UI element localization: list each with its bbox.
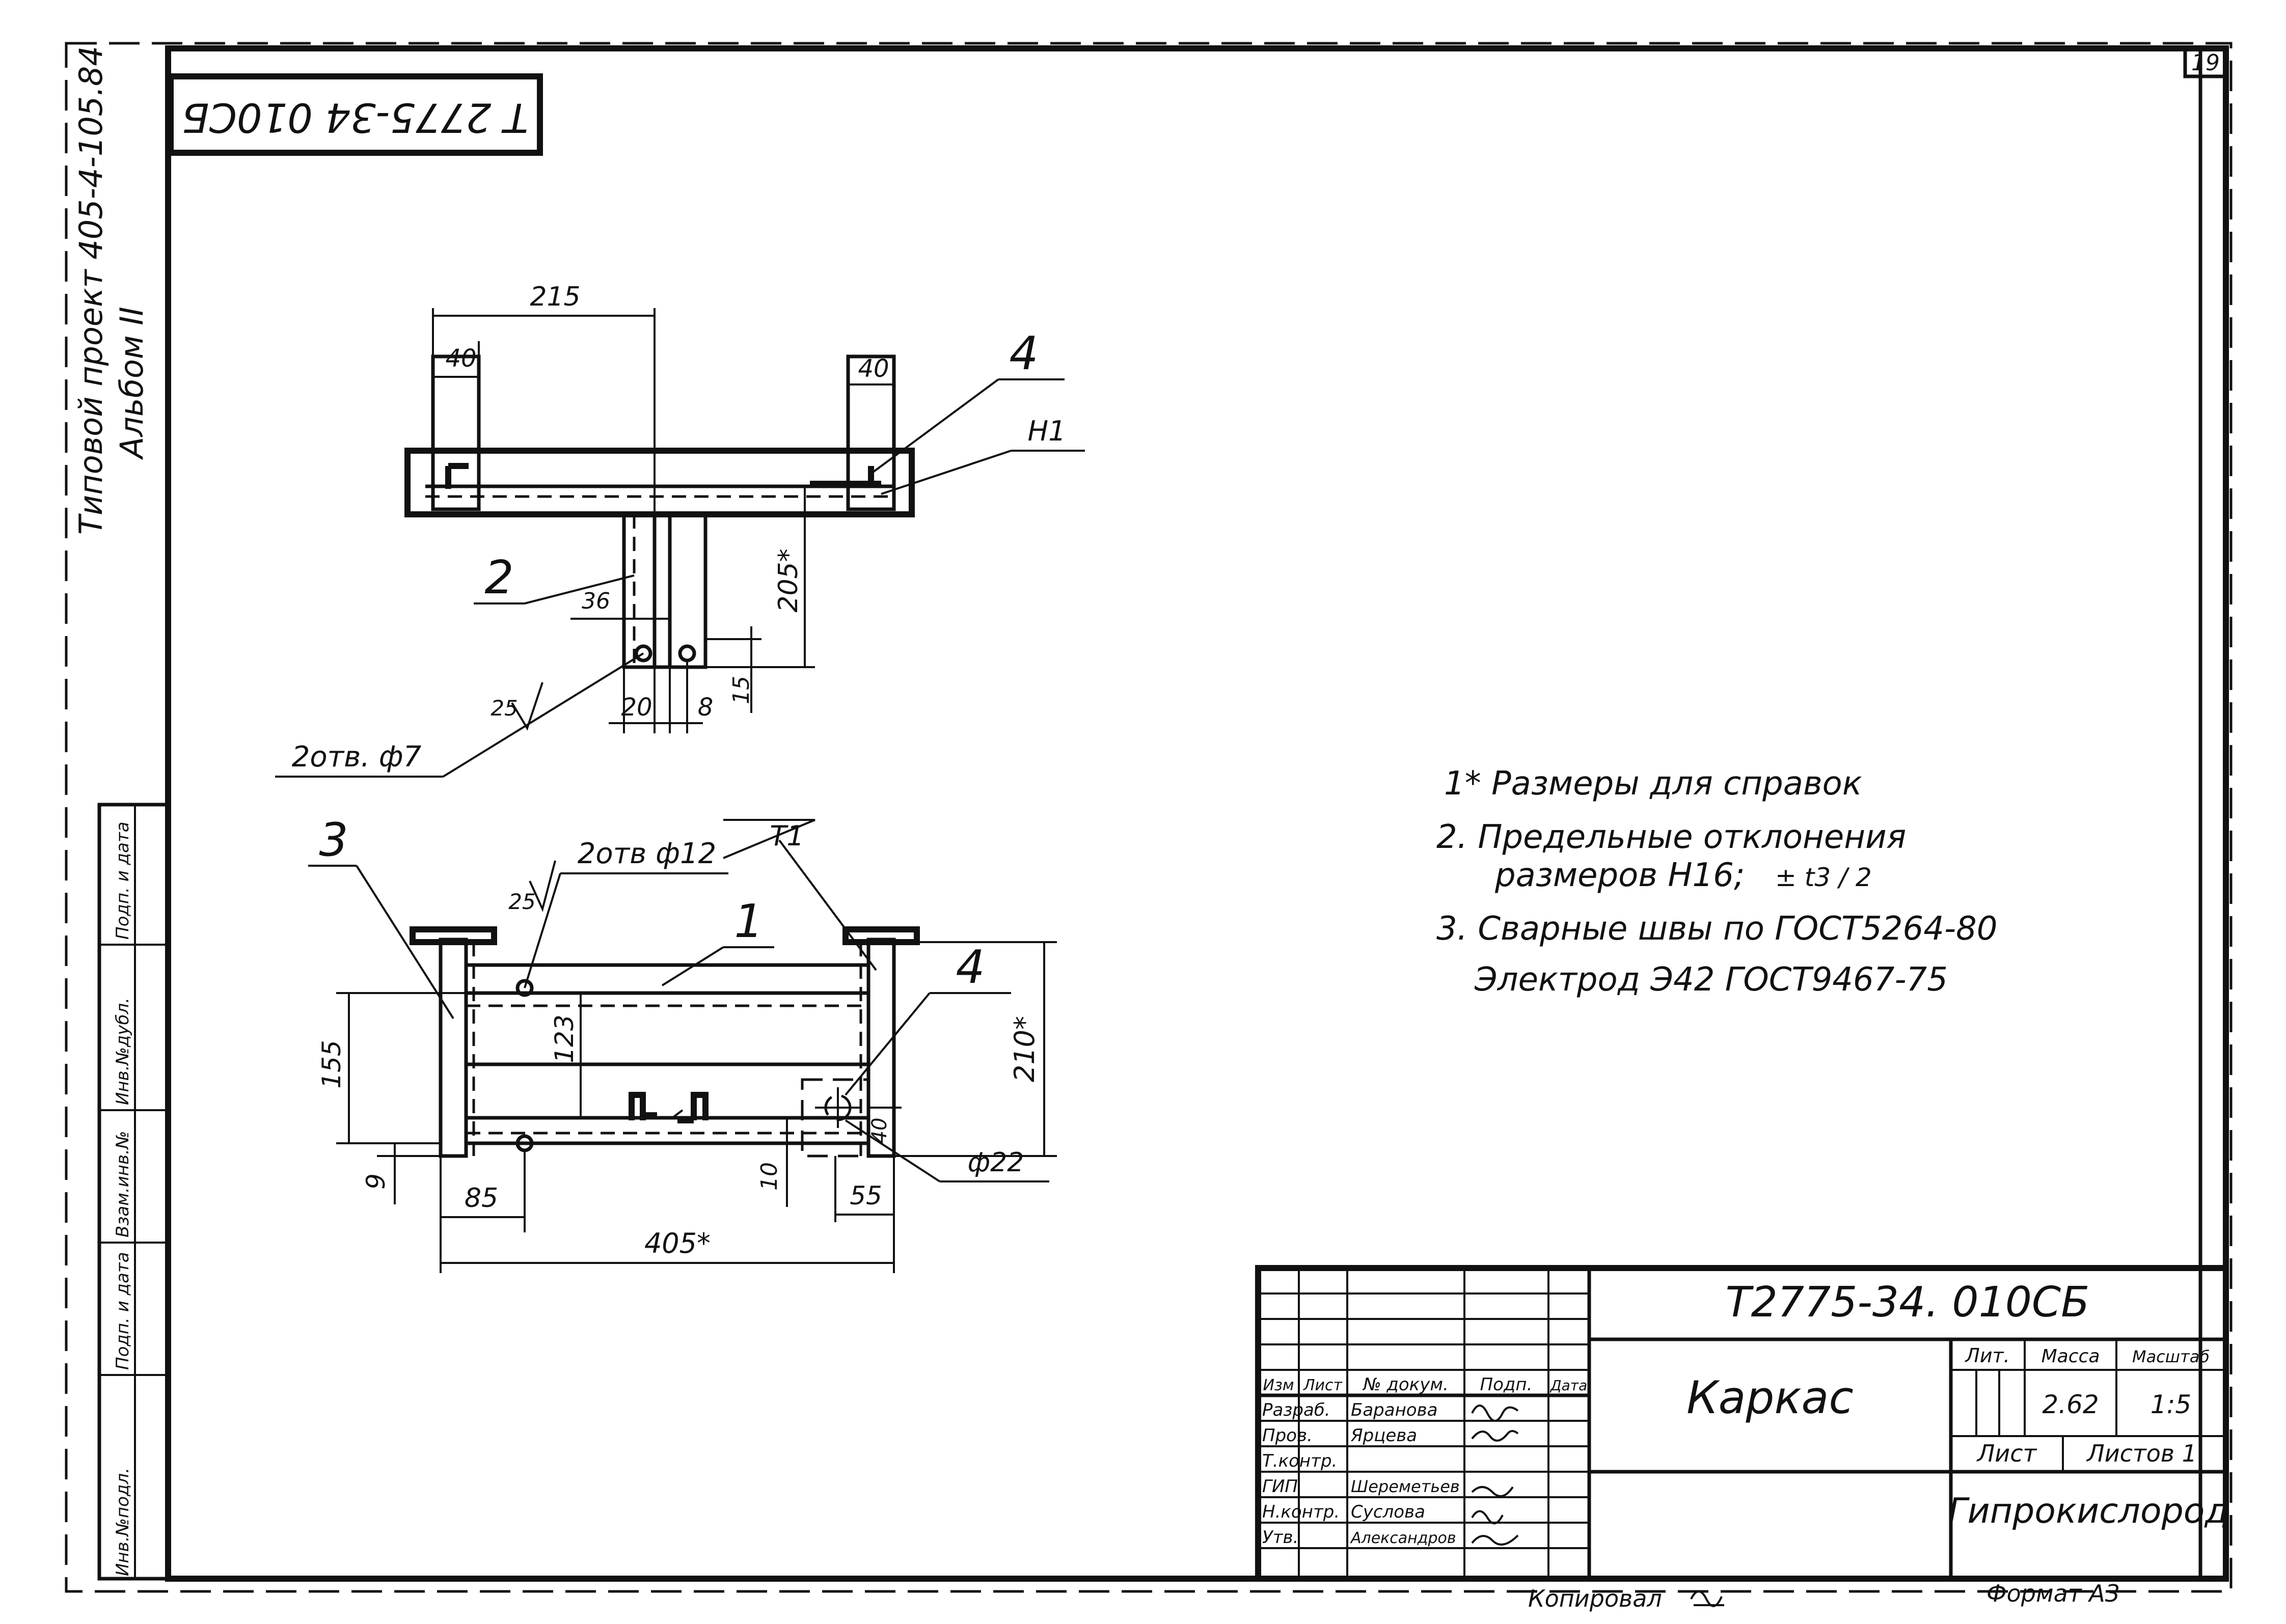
- dim-15: 15: [728, 676, 754, 704]
- note-3b: Электрод Э42 ГОСТ9467-75: [1474, 961, 1948, 999]
- tb-name: Каркас: [1686, 1371, 1854, 1424]
- dim-10: 10: [756, 1162, 782, 1191]
- front-left-cap: [410, 926, 497, 945]
- top-view-left-post: [431, 354, 481, 511]
- note-3a: 3. Сварные швы по ГОСТ5264-80: [1436, 910, 1997, 948]
- tb-scale-label: Масштаб: [2132, 1347, 2210, 1366]
- project-label: Типовой проект 405-4-105.84: [72, 46, 110, 535]
- format-label: Формат А3: [1986, 1580, 2120, 1607]
- album-label: Альбом II: [113, 307, 150, 460]
- front-plate-4: [801, 1078, 870, 1158]
- front-view: 3 25 2отв ф12 1 Т1 4 155 123 9 85: [308, 813, 1057, 1273]
- tb-scale: 1:5: [2151, 1390, 2191, 1419]
- title-block: Изм Лист № докум. Подп. Дата Разраб. Бар…: [1255, 1265, 2229, 1582]
- tb-sheets-label: Листов 1: [2086, 1440, 2197, 1467]
- signatures: [1471, 1405, 1519, 1546]
- front-hole-upper: [515, 979, 534, 997]
- dim-55: 55: [850, 1181, 882, 1210]
- tb-head-data: Дата: [1549, 1377, 1588, 1394]
- dim-40-plate: 40: [868, 1118, 891, 1144]
- top-roughness-25: 25: [491, 696, 518, 721]
- front-roughness-25: 25: [508, 889, 535, 914]
- left-strip: Инв.№подл. Подп. и дата Взам.инв.№ Инв.№…: [97, 803, 170, 1581]
- note-2-fraction: ± t3 / 2: [1775, 863, 1872, 892]
- tb-head-podp: Подп.: [1480, 1374, 1533, 1395]
- top-weld-h1: Н1: [1028, 415, 1066, 447]
- strip-inv-podl: Инв.№подл.: [113, 1468, 133, 1576]
- strip-podp-data-1: Подп. и дата: [113, 1252, 133, 1370]
- tb-role-0: Разраб.: [1262, 1400, 1330, 1420]
- tb-head-izm: Изм: [1263, 1377, 1294, 1394]
- tb-role-4: Н.контр.: [1262, 1502, 1340, 1522]
- dim-20: 20: [621, 693, 652, 722]
- note-1: 1* Размеры для справок: [1444, 765, 1862, 803]
- front-hole-lower: [515, 1134, 534, 1152]
- dim-85: 85: [465, 1183, 498, 1214]
- note-2b: размеров Н16;: [1494, 857, 1745, 894]
- notes: 1* Размеры для справок 2. Предельные отк…: [1436, 765, 1997, 999]
- dim-phi22: ф22: [968, 1147, 1024, 1178]
- dim-405: 405*: [644, 1227, 711, 1259]
- corner-code: Т 2775-34 010СБ: [182, 94, 528, 140]
- tb-role-2: Т.контр.: [1262, 1451, 1337, 1471]
- top-callout-2: 2: [484, 551, 513, 604]
- dim-155: 155: [317, 1040, 346, 1088]
- sheet-number-box: [2183, 46, 2228, 78]
- strip-podp-data-2: Подп. и дата: [113, 821, 133, 940]
- dim-40-right: 40: [858, 354, 889, 383]
- tb-name-5: Александров: [1350, 1529, 1456, 1547]
- tb-role-5: Утв.: [1262, 1527, 1298, 1548]
- top-view: 215 40 40 4 Н1 205* 2 36 15: [275, 282, 1085, 778]
- tb-sheet-label: Лист: [1976, 1440, 2037, 1467]
- note-2a: 2. Предельные отклонения: [1436, 818, 1906, 856]
- top-holes-label: 2отв. ф7: [292, 740, 422, 774]
- copied-label: Копировал: [1528, 1585, 1662, 1612]
- dim-36: 36: [582, 588, 610, 614]
- tb-name-4: Суслова: [1351, 1502, 1425, 1522]
- top-view-right-post: [846, 354, 896, 511]
- strip-vzam-inv: Взам.инв.№: [113, 1131, 133, 1237]
- drawing-frame: [165, 45, 2229, 1582]
- strip-inv-dubl: Инв.№дубл.: [113, 998, 133, 1105]
- tb-mass: 2.62: [2042, 1390, 2099, 1419]
- dim-8: 8: [698, 693, 714, 722]
- dim-9: 9: [361, 1173, 391, 1190]
- dim-210: 210*: [1009, 1016, 1041, 1082]
- dim-123: 123: [550, 1014, 579, 1063]
- dim-215: 215: [530, 282, 580, 312]
- tb-name-1: Ярцева: [1350, 1425, 1417, 1446]
- front-callout-4: 4: [956, 941, 985, 994]
- top-callout-4: 4: [1009, 327, 1038, 380]
- tb-doc-code: Т2775-34. 010СБ: [1726, 1278, 2090, 1327]
- front-holes-label: 2отв ф12: [578, 837, 716, 870]
- sheet-number: 19: [2191, 50, 2220, 76]
- corner-code-box: [168, 73, 543, 156]
- front-callout-3: 3: [319, 813, 348, 867]
- trim-border: [65, 42, 2233, 1593]
- copied-signature: [1690, 1590, 1724, 1607]
- tb-role-3: ГИП: [1262, 1476, 1298, 1497]
- front-callout-1: 1: [734, 895, 763, 948]
- tb-name-3: Шереметьев: [1351, 1477, 1460, 1496]
- tb-name-0: Баранова: [1351, 1400, 1437, 1420]
- dim-205: 205*: [773, 548, 804, 612]
- tb-org: Гипрокислород: [1948, 1491, 2229, 1531]
- tb-role-1: Пров.: [1262, 1425, 1313, 1446]
- front-weld-t1: Т1: [770, 820, 804, 852]
- dim-40-left: 40: [445, 344, 476, 373]
- tb-head-ndok: № докум.: [1362, 1374, 1449, 1395]
- tb-head-list: Лист: [1303, 1377, 1343, 1394]
- top-view-hole-1: [634, 644, 652, 663]
- top-view-hole-2: [678, 644, 696, 663]
- tb-mass-label: Масса: [2042, 1346, 2100, 1367]
- front-left-post: [439, 938, 468, 1158]
- front-right-cap: [842, 926, 920, 945]
- top-view-hanger: [622, 512, 707, 669]
- tb-lit-label: Лит.: [1964, 1344, 2010, 1367]
